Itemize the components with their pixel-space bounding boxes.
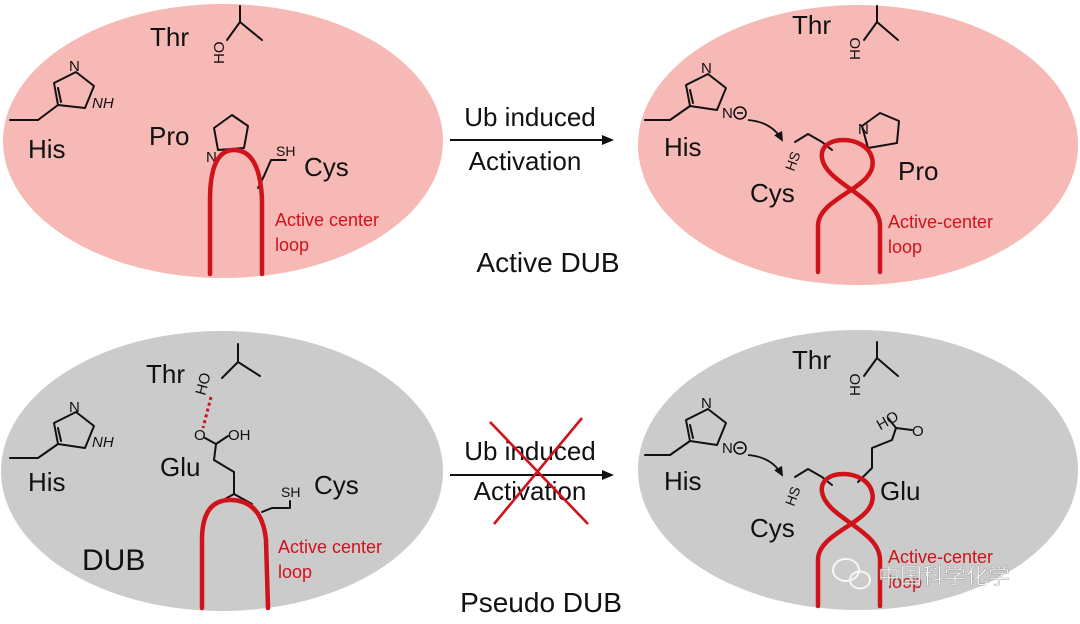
- imidazole-n-label: N: [69, 399, 80, 416]
- panel-active-inactive: Thr HO His N NH Pro N Cys SH: [3, 4, 443, 278]
- active-center-loop: [207, 147, 265, 277]
- hydrogen-bond: [201, 396, 213, 429]
- wechat-logo-icon: [832, 558, 871, 590]
- watermark-text: 中国科学化学: [878, 565, 1010, 590]
- panel-pseudo-inactive: Thr HO His N NH Glu O OH Cys: [1, 331, 443, 611]
- pro-ring: N: [858, 112, 900, 149]
- hydroxyl-label: HO: [211, 42, 228, 65]
- imidazole-n-label: N: [701, 60, 712, 77]
- thr-side-chain: HO: [847, 5, 899, 61]
- active-center-loop: [199, 497, 271, 611]
- carboxyl-oh-label: OH: [228, 427, 251, 444]
- arrow-top-line2: Activation: [469, 146, 582, 176]
- imidazole-nh-label: NH: [92, 95, 114, 112]
- his-label: His: [28, 467, 66, 497]
- cys-label: Cys: [750, 513, 795, 543]
- pro-label: Pro: [149, 121, 189, 151]
- glu-label: Glu: [160, 452, 200, 482]
- pseudo-inactive-ellipse: [1, 331, 443, 611]
- loop-label-line1: Active-center: [888, 212, 993, 232]
- imidazole-nh-label: NH: [92, 434, 114, 451]
- electron-transfer-arrow-icon: [747, 454, 783, 477]
- arrow-top: Ub induced Activation: [450, 102, 614, 176]
- carbonyl-o-label: O: [912, 423, 924, 440]
- thiol-label: SH: [276, 143, 295, 159]
- caption-active-dub: Active DUB: [476, 247, 619, 278]
- glu-label: Glu: [880, 476, 920, 506]
- thr-label: Thr: [150, 22, 189, 52]
- hydroxyl-label: HO: [847, 38, 864, 61]
- imidazole-ring: N N: [644, 60, 747, 122]
- imidazole-ring: N N: [644, 395, 747, 457]
- imidazole-ring: N NH: [9, 399, 114, 459]
- imidazole-anion-n-label: N: [722, 105, 733, 122]
- glu-side-chain: O OH: [194, 427, 253, 505]
- loop-label-line2: loop: [888, 572, 922, 592]
- loop-label-line1: Active center: [275, 210, 379, 230]
- his-label: His: [664, 466, 702, 496]
- electron-transfer-arrow-icon: [747, 119, 783, 142]
- watermark: 中国科学化学: [832, 558, 1010, 590]
- thr-side-chain: HO: [192, 343, 261, 397]
- thr-label: Thr: [792, 10, 831, 40]
- loop-label-line1: Active center: [278, 537, 382, 557]
- pseudo-active-ellipse: [638, 330, 1078, 610]
- thr-side-chain: HO: [211, 5, 263, 65]
- carbonyl-o-label: O: [194, 427, 206, 444]
- thiol-label: HS: [782, 149, 804, 173]
- his-label: His: [28, 134, 66, 164]
- negative-charge-icon: [733, 441, 747, 455]
- cys-side-chain: SH: [261, 484, 300, 513]
- dub-label: DUB: [82, 544, 145, 577]
- loop-label-line2: loop: [888, 237, 922, 257]
- active-center-loop: [815, 137, 883, 275]
- pro-label: Pro: [898, 156, 938, 186]
- imidazole-ring: N NH: [9, 58, 114, 121]
- thr-label: Thr: [146, 359, 185, 389]
- imidazole-n-label: N: [69, 58, 80, 75]
- caption-pseudo-dub: Pseudo DUB: [460, 587, 622, 618]
- active-center-loop: [815, 471, 883, 609]
- pro-ring: N: [206, 114, 249, 166]
- panel-active-active: Thr HO His N N HS Cys N Pro Ac: [638, 5, 1078, 285]
- his-label: His: [664, 132, 702, 162]
- active-inactive-ellipse: [3, 4, 443, 278]
- blocked-cross-icon: [489, 417, 589, 525]
- cys-label: Cys: [750, 178, 795, 208]
- panel-pseudo-active: Thr HO His N N HS Cys HO O: [638, 330, 1078, 610]
- arrow-bottom-line1: Ub induced: [464, 436, 596, 466]
- imidazole-anion-n-label: N: [722, 440, 733, 457]
- hydroxyl-label: HO: [847, 374, 864, 397]
- thr-side-chain: HO: [847, 341, 899, 397]
- arrow-bottom-blocked: Ub induced Activation: [450, 417, 614, 525]
- cys-label: Cys: [304, 152, 349, 182]
- cys-label: Cys: [314, 470, 359, 500]
- loop-label-line2: loop: [278, 562, 312, 582]
- pro-n-label: N: [206, 149, 217, 166]
- thiol-label: SH: [281, 484, 300, 500]
- thr-label: Thr: [792, 345, 831, 375]
- loop-label-line1: Active-center: [888, 547, 993, 567]
- arrow-top-line1: Ub induced: [464, 102, 596, 132]
- imidazole-n-label: N: [701, 395, 712, 412]
- negative-charge-icon: [733, 106, 747, 120]
- pro-n-label: N: [858, 121, 869, 138]
- loop-label-line2: loop: [275, 235, 309, 255]
- thiol-label: HS: [782, 484, 804, 508]
- hydroxyl-label: HO: [192, 371, 214, 397]
